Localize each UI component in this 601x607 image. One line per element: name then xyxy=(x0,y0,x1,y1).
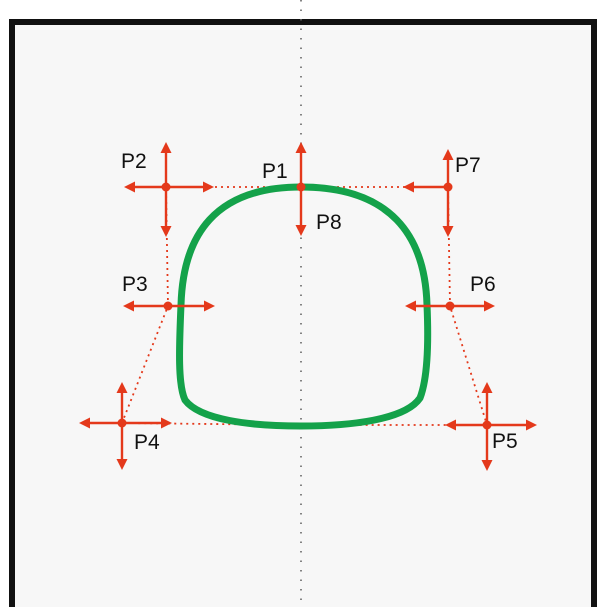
arrow-up-p4-head xyxy=(116,382,128,393)
control-point-dot-p3[interactable] xyxy=(163,301,173,311)
arrow-left-p6[interactable] xyxy=(405,300,450,312)
arrow-right-p5-head xyxy=(526,419,537,431)
arrow-up-p7-head xyxy=(442,149,454,160)
arrow-up-p1[interactable] xyxy=(295,142,307,187)
control-point-label-p1: P1 xyxy=(262,160,288,183)
control-point-p4[interactable]: P4 xyxy=(79,382,172,470)
arrow-left-p2-head xyxy=(124,181,135,193)
control-point-label-p5: P5 xyxy=(492,430,518,453)
control-point-label-p2: P2 xyxy=(121,150,147,173)
control-point-p3[interactable]: P3 xyxy=(122,273,215,312)
arrow-down-p4[interactable] xyxy=(116,423,128,470)
arrow-right-p2[interactable] xyxy=(166,181,214,193)
arrow-up-p4[interactable] xyxy=(116,382,128,423)
arrow-up-p5-head xyxy=(481,382,493,393)
arrow-left-p3[interactable] xyxy=(123,300,168,312)
control-point-label-p6: P6 xyxy=(470,273,496,296)
arrow-down-p8[interactable] xyxy=(295,188,307,236)
control-point-dot-p7[interactable] xyxy=(443,182,453,192)
closed-curve xyxy=(176,183,432,430)
control-point-dot-p6[interactable] xyxy=(445,301,455,311)
arrow-right-p6[interactable] xyxy=(450,300,495,312)
arrow-down-p7[interactable] xyxy=(442,187,454,237)
arrow-right-p6-head xyxy=(484,300,495,312)
control-point-p1[interactable]: P1 xyxy=(262,142,307,192)
control-point-dot-p1[interactable] xyxy=(296,182,306,192)
arrow-down-p5-head xyxy=(481,460,493,471)
arrow-down-p4-head xyxy=(116,459,128,470)
control-polygon-right xyxy=(301,186,489,426)
control-point-p8[interactable]: P8 xyxy=(295,188,342,236)
arrow-left-p2[interactable] xyxy=(124,181,166,193)
arrow-right-p3-head xyxy=(204,300,215,312)
arrow-up-p2-head xyxy=(160,142,172,153)
arrow-up-p5[interactable] xyxy=(481,382,493,425)
arrow-right-p4[interactable] xyxy=(122,417,172,429)
control-point-p2[interactable]: P2 xyxy=(121,142,214,237)
control-point-label-p8: P8 xyxy=(316,211,342,234)
arrow-left-p4[interactable] xyxy=(79,417,122,429)
arrow-left-p5-head xyxy=(445,419,456,431)
arrow-left-p7[interactable] xyxy=(403,181,448,193)
control-point-p6[interactable]: P6 xyxy=(405,273,496,312)
arrow-right-p5[interactable] xyxy=(487,419,537,431)
control-point-dot-p4[interactable] xyxy=(117,418,127,428)
control-point-p5[interactable]: P5 xyxy=(445,382,537,471)
arrow-right-p4-head xyxy=(161,417,172,429)
arrow-down-p7-head xyxy=(442,226,454,237)
control-point-label-p7: P7 xyxy=(455,154,481,177)
arrow-up-p1-head xyxy=(295,142,307,153)
control-point-dot-p2[interactable] xyxy=(161,182,171,192)
arrow-down-p2-head xyxy=(160,226,172,237)
arrow-left-p4-head xyxy=(79,417,90,429)
control-point-label-p4: P4 xyxy=(134,431,160,454)
control-point-dot-p5[interactable] xyxy=(482,420,492,430)
control-point-p7[interactable]: P7 xyxy=(403,149,481,237)
arrow-right-p3[interactable] xyxy=(168,300,215,312)
arrow-up-p2[interactable] xyxy=(160,142,172,187)
arrow-left-p5[interactable] xyxy=(445,419,487,431)
arrow-down-p8-head xyxy=(295,225,307,236)
arrow-right-p2-head xyxy=(203,181,214,193)
arrow-left-p7-head xyxy=(403,181,414,193)
arrow-left-p6-head xyxy=(405,300,416,312)
diagram-frame xyxy=(9,19,597,607)
arrow-down-p2[interactable] xyxy=(160,187,172,237)
arrow-up-p7[interactable] xyxy=(442,149,454,187)
arrow-down-p5[interactable] xyxy=(481,425,493,471)
control-point-label-p3: P3 xyxy=(122,273,148,296)
arrow-left-p3-head xyxy=(123,300,134,312)
